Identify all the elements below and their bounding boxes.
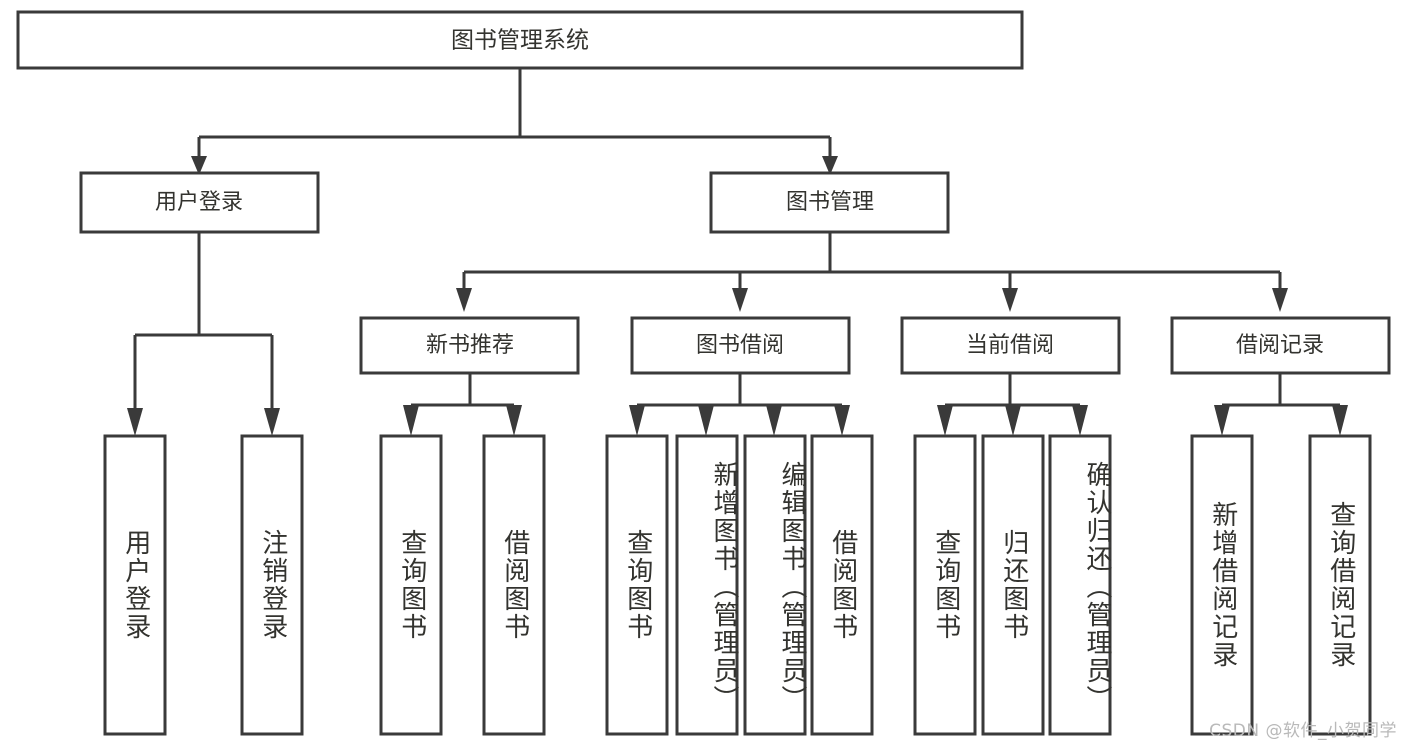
arrow-to-leaf-query-record bbox=[1332, 405, 1348, 436]
book-manage-box[interactable] bbox=[709, 171, 950, 234]
csdn-watermark: CSDN @软件_小贺同学 bbox=[1209, 721, 1397, 741]
arrow-to-leaf-add-book bbox=[698, 405, 714, 436]
arrow-to-new-book-recommend bbox=[456, 288, 472, 312]
arrow-to-book-borrow bbox=[732, 288, 748, 312]
arrow-to-leaf-query-book-3 bbox=[937, 405, 953, 436]
connector-group-book-borrow-leaves bbox=[629, 373, 850, 436]
user-login-label: 用户登录 bbox=[155, 190, 243, 215]
connector-group-root bbox=[191, 68, 838, 175]
connector-group-borrow-record-leaves bbox=[1214, 373, 1348, 436]
leaf-box-logout-login[interactable] bbox=[240, 434, 304, 736]
arrow-to-leaf-confirm-return bbox=[1072, 405, 1088, 436]
node-borrow-record[interactable]: 借阅记录 bbox=[1170, 316, 1391, 375]
node-book-manage[interactable]: 图书管理 bbox=[709, 171, 950, 234]
leaf-box-user-login[interactable] bbox=[103, 434, 167, 736]
arrow-to-leaf-user-login bbox=[127, 408, 143, 436]
leaf-box-query-book-3[interactable] bbox=[913, 434, 977, 736]
arrow-to-leaf-borrow-book-2 bbox=[834, 405, 850, 436]
arrow-to-leaf-borrow-book-1 bbox=[506, 405, 522, 436]
leaf-box-edit-book[interactable] bbox=[743, 434, 807, 736]
book-borrow-box[interactable] bbox=[630, 316, 851, 375]
root-box[interactable] bbox=[16, 10, 1024, 70]
arrow-to-leaf-add-record bbox=[1214, 405, 1230, 436]
leaf-box-query-record[interactable] bbox=[1308, 434, 1372, 736]
arrow-to-leaf-edit-book bbox=[766, 405, 782, 436]
connector-group-user-login-leaves bbox=[127, 232, 280, 436]
node-new-book-recommend[interactable]: 新书推荐 bbox=[359, 316, 580, 375]
connector-group-book-manage bbox=[456, 232, 1288, 312]
leaf-box-add-book[interactable] bbox=[675, 434, 739, 736]
arrow-to-current-borrow bbox=[1002, 288, 1018, 312]
node-book-borrow[interactable]: 图书借阅 bbox=[630, 316, 851, 375]
new-book-recommend-label: 新书推荐 bbox=[426, 333, 514, 358]
root-label: 图书管理系统 bbox=[451, 28, 589, 54]
node-user-login[interactable]: 用户登录 bbox=[79, 171, 320, 234]
user-login-box[interactable] bbox=[79, 171, 320, 234]
connector-group-new-book-leaves bbox=[403, 373, 522, 436]
book-borrow-label: 图书借阅 bbox=[696, 333, 784, 358]
leaf-box-query-book-2[interactable] bbox=[605, 434, 669, 736]
node-root[interactable]: 图书管理系统 bbox=[16, 10, 1024, 70]
new-book-recommend-box[interactable] bbox=[359, 316, 580, 375]
borrow-record-label: 借阅记录 bbox=[1236, 333, 1324, 358]
current-borrow-box[interactable] bbox=[900, 316, 1121, 375]
borrow-record-box[interactable] bbox=[1170, 316, 1391, 375]
arrow-to-leaf-return-book bbox=[1005, 405, 1021, 436]
book-manage-label: 图书管理 bbox=[786, 190, 874, 215]
leaf-box-confirm-return[interactable] bbox=[1048, 434, 1112, 736]
leaf-box-borrow-book-2[interactable] bbox=[810, 434, 874, 736]
connector-group-current-borrow-leaves bbox=[937, 373, 1088, 436]
arrow-to-leaf-query-book-1 bbox=[403, 405, 419, 436]
arrow-to-user-login bbox=[191, 156, 207, 175]
arrow-to-leaf-query-book-2 bbox=[629, 405, 645, 436]
current-borrow-label: 当前借阅 bbox=[966, 333, 1054, 358]
leaf-box-query-book-1[interactable] bbox=[379, 434, 443, 736]
arrow-to-borrow-record bbox=[1272, 288, 1288, 312]
leaf-box-return-book[interactable] bbox=[981, 434, 1045, 736]
node-current-borrow[interactable]: 当前借阅 bbox=[900, 316, 1121, 375]
leaf-box-add-record[interactable] bbox=[1190, 434, 1254, 736]
leaf-box-borrow-book-1[interactable] bbox=[482, 434, 546, 736]
arrow-to-leaf-logout-login bbox=[264, 408, 280, 436]
arrow-to-book-manage bbox=[822, 156, 838, 175]
